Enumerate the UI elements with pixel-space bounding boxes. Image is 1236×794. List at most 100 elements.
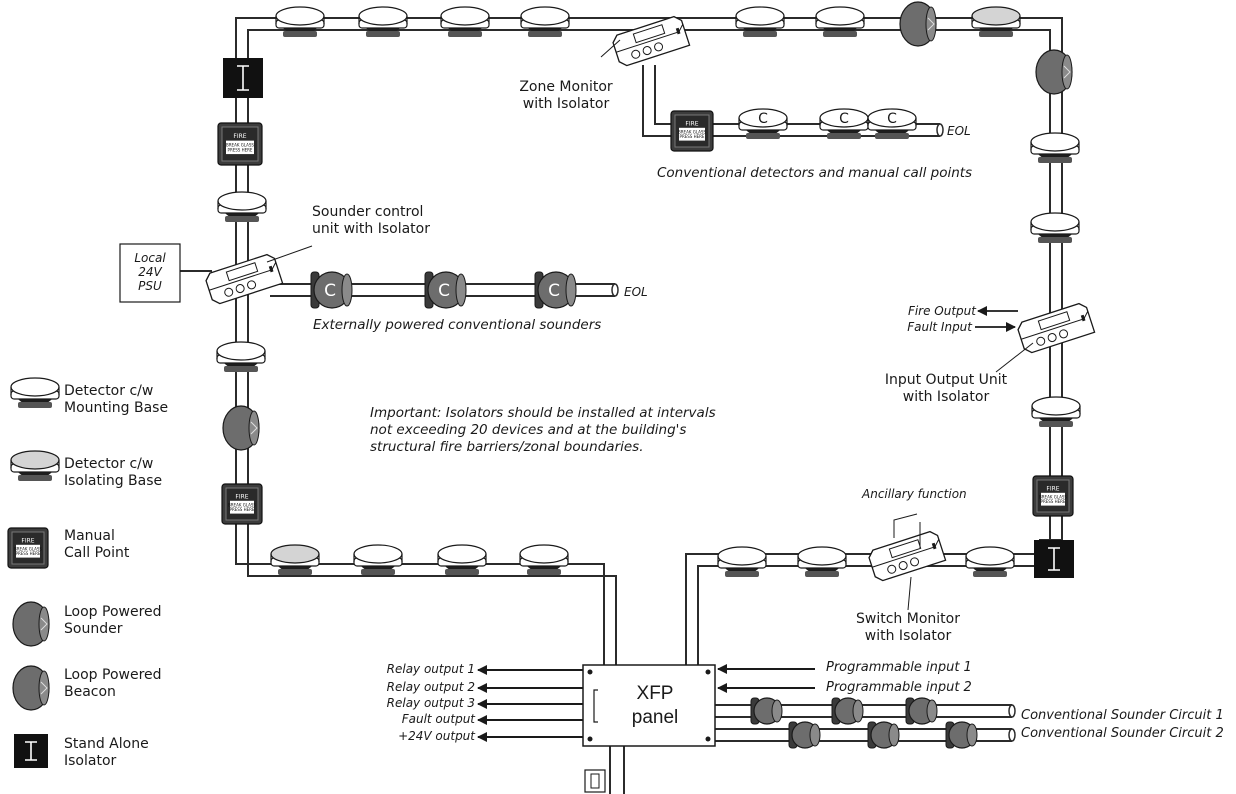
- conventional-sounder-icon: [867, 721, 900, 749]
- svg-text:BREAK GLASS: BREAK GLASS: [226, 143, 254, 148]
- conventional-sounder-icon: [750, 697, 783, 725]
- sounder-icon: [222, 405, 260, 451]
- relay-output-3: Relay output 3: [386, 696, 475, 710]
- detector-icon: [815, 6, 865, 37]
- switch-monitor-unit: [868, 530, 947, 582]
- detector-icon: C: [867, 108, 917, 139]
- relay-output-2: Relay output 2: [386, 680, 475, 694]
- beacon-icon: [12, 665, 50, 711]
- isolator-icon: [14, 734, 48, 768]
- output-24v: +24V output: [398, 729, 475, 743]
- svg-text:C: C: [324, 281, 336, 301]
- detector-icon: [735, 6, 785, 37]
- svg-text:C: C: [438, 281, 450, 301]
- svg-text:FIRE: FIRE: [685, 120, 698, 127]
- svg-text:PRESS HERE: PRESS HERE: [16, 551, 41, 556]
- zone-eol-label: EOL: [947, 124, 971, 138]
- conventional-sounder-icon: [788, 721, 821, 749]
- detector-icon: [353, 544, 403, 575]
- fault-input-label: Fault Input: [907, 320, 972, 334]
- programmable-input-1: Programmable input 1: [826, 660, 972, 675]
- svg-text:C: C: [758, 111, 768, 127]
- svg-text:PRESS HERE: PRESS HERE: [680, 134, 705, 139]
- isolating-detector-icon: [270, 544, 320, 575]
- conventional-sounder-icon: C: [424, 271, 467, 309]
- detector-icon: [216, 341, 266, 372]
- programmable-input-arrows: [717, 664, 815, 693]
- detector-icon: C: [819, 108, 869, 139]
- sounder-eol-label: EOL: [624, 285, 648, 299]
- detector-icon: [1030, 212, 1080, 243]
- conventional-detectors-caption: Conventional detectors and manual call p…: [657, 165, 973, 181]
- conventional-sounder-icon: [905, 697, 938, 725]
- svg-text:PRESS HERE: PRESS HERE: [230, 507, 255, 512]
- isolator-note: Important: Isolators should be installed…: [370, 405, 716, 455]
- sounder-circuit-2: Conventional Sounder Circuit 2: [1021, 726, 1224, 741]
- isolating-detector-icon: [10, 450, 60, 481]
- detector-icon: [275, 6, 325, 37]
- isolator-icon: [1034, 540, 1074, 578]
- svg-text:FIRE: FIRE: [235, 493, 248, 500]
- zone-monitor-unit: [612, 15, 691, 67]
- beacon-icon: [1035, 49, 1073, 95]
- svg-text:BREAK GLASS: BREAK GLASS: [678, 129, 706, 134]
- svg-text:FIRE: FIRE: [1046, 485, 1059, 492]
- isolating-detector-icon: [971, 6, 1021, 37]
- svg-text:BREAK GLASS: BREAK GLASS: [14, 546, 42, 551]
- external-sounders-caption: Externally powered conventional sounders: [313, 317, 602, 333]
- svg-text:FIRE: FIRE: [233, 133, 246, 140]
- detector-icon: [10, 377, 60, 408]
- fault-output: Fault output: [401, 712, 475, 726]
- svg-text:C: C: [839, 111, 849, 127]
- ancillary-function-label: Ancillary function: [862, 487, 967, 501]
- io-unit-arrows: [975, 306, 1018, 332]
- conventional-sounder-icon: C: [310, 271, 353, 309]
- detector-icon: [965, 546, 1015, 577]
- beacon-icon: [899, 1, 937, 47]
- detector-icon: C: [738, 108, 788, 139]
- svg-text:PRESS HERE: PRESS HERE: [1041, 499, 1066, 504]
- fire-output-label: Fire Output: [907, 304, 976, 318]
- xfp-panel: [582, 664, 716, 793]
- svg-text:C: C: [887, 111, 897, 127]
- detector-icon: [519, 544, 569, 575]
- sounder-circuit-1: Conventional Sounder Circuit 1: [1021, 708, 1224, 723]
- detector-icon: [217, 191, 267, 222]
- svg-text:BREAK GLASS: BREAK GLASS: [228, 502, 256, 507]
- svg-text:PRESS HERE: PRESS HERE: [228, 148, 253, 153]
- detector-icon: [520, 6, 570, 37]
- conventional-sounder-icon: [945, 721, 978, 749]
- svg-text:FIRE: FIRE: [21, 537, 34, 544]
- detector-icon: [1030, 132, 1080, 163]
- leader-lines: [266, 39, 1034, 611]
- isolator-icon: [223, 58, 263, 98]
- sounder-icon: [12, 601, 50, 647]
- detector-icon: [797, 546, 847, 577]
- relay-output-1: Relay output 1: [386, 662, 475, 676]
- input-output-unit: [1017, 302, 1096, 354]
- programmable-input-2: Programmable input 2: [826, 680, 972, 695]
- sounder-control-unit: [205, 253, 284, 305]
- conventional-sounder-icon: C: [534, 271, 577, 309]
- detector-icon: [1031, 396, 1081, 427]
- eol-caps: [611, 123, 1016, 742]
- detector-icon: [437, 544, 487, 575]
- detector-icon: [358, 6, 408, 37]
